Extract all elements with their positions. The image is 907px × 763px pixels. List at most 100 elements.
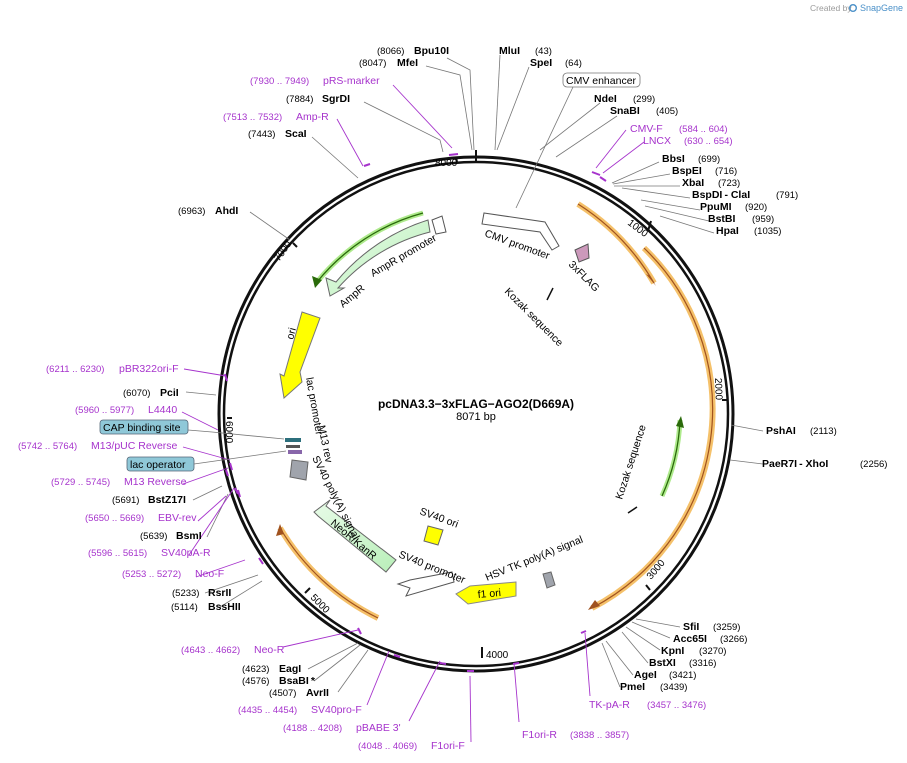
flag-tag-box xyxy=(574,243,590,263)
plasmid-name: pcDNA3.3−3xFLAG−AGO2(D669A) xyxy=(378,397,574,411)
tick-1000 xyxy=(647,220,652,232)
tick-label-2000: 2000 xyxy=(712,378,724,401)
kozak-top-label: Kozak sequence xyxy=(502,286,565,349)
cap-site-mark xyxy=(285,438,301,442)
cap-binding-site-box xyxy=(99,419,189,435)
enzyme-pos-eagi: (4623) xyxy=(242,664,269,675)
enzyme-pos-agei: (3421) xyxy=(669,670,696,681)
kozak-top-mark xyxy=(546,287,554,301)
primer-pbabe-3: pBABE 3' xyxy=(356,722,401,734)
enzyme-bpu10i: Bpu10I xyxy=(414,45,449,57)
enzyme-pos-avrii: (4507) xyxy=(269,688,296,699)
enzyme-pos-bsshii: (5114) xyxy=(171,602,198,613)
tick-label-8000: 8000 xyxy=(435,158,458,169)
enzyme-pos-scai: (7443) xyxy=(248,129,275,140)
tick-5000 xyxy=(304,587,311,594)
plasmid-size: 8071 bp xyxy=(456,411,496,423)
ampr-gene-arrow xyxy=(325,219,431,297)
enzyme-pos-bspei: (716) xyxy=(715,166,737,177)
credit-brand: SnapGene xyxy=(860,3,903,13)
enzyme-pos-pshai: (2113) xyxy=(810,426,837,437)
primer-range-cmv-f: (584 .. 604) xyxy=(679,124,728,135)
primer-tk-pa-r: TK-pA-R xyxy=(589,699,630,711)
enzyme-pos-sfii: (3259) xyxy=(713,622,740,633)
ampr-label: AmpR xyxy=(337,282,367,310)
f1-ori-label: f1 ori xyxy=(477,587,501,601)
cmv-enhancer-box xyxy=(562,72,641,88)
orange-arc-upper-right xyxy=(576,201,657,285)
primer-range-prs-marker: (7930 .. 7949) xyxy=(250,76,309,87)
enzyme-ahdi: AhdI xyxy=(215,205,238,217)
enzyme-sgrdi: SgrDI xyxy=(322,93,350,105)
enzyme-bbsi: BbsI xyxy=(662,153,685,165)
enzyme-bstbi: BstBI xyxy=(708,213,736,225)
enzyme-spei: SpeI xyxy=(530,57,552,69)
enzyme-snabi: SnaBI xyxy=(610,105,640,117)
primer-pbr322ori-f: pBR322ori-F xyxy=(119,363,179,375)
enzyme-sfii: SfiI xyxy=(683,621,699,633)
enzyme-bsshii: BssHII xyxy=(208,601,241,613)
backbone-ticks xyxy=(227,150,727,658)
enzyme-pos-bspdi-clai: (791) xyxy=(776,190,798,201)
primer-range-neo-f: (5253 .. 5272) xyxy=(122,569,181,580)
tick-7000 xyxy=(292,242,298,248)
primer-m13-reverse: M13 Reverse xyxy=(124,476,187,488)
enzyme-pos-ppumi: (920) xyxy=(745,202,767,213)
primer-ebv-rev: EBV-rev xyxy=(158,512,197,524)
enzyme-pos-snabi: (405) xyxy=(656,106,678,117)
primer-range-l4440: (5960 .. 5977) xyxy=(75,405,134,416)
tick-label-4000: 4000 xyxy=(486,650,509,661)
enzyme-pos-ndei: (299) xyxy=(633,94,655,105)
primer-range-lncx: (630 .. 654) xyxy=(684,136,733,147)
enzyme-bsabi: BsaBI * xyxy=(279,675,316,687)
sv40-polya-box xyxy=(289,459,309,481)
enzyme-eagi: EagI xyxy=(279,663,301,675)
enzyme-mlui: MluI xyxy=(499,45,520,57)
enzyme-pos-rsrii: (5233) xyxy=(172,588,199,599)
enzyme-ppumi: PpuMI xyxy=(700,201,732,213)
enzyme-avrii: AvrII xyxy=(306,687,329,699)
sv40-ori-label: SV40 ori xyxy=(418,506,460,531)
enzyme-pos-spei: (64) xyxy=(565,58,582,69)
hsv-tk-label: HSV TK poly(A) signal xyxy=(484,534,585,584)
enzyme-pos-bpu10i: (8066) xyxy=(377,46,404,57)
enzyme-pmei: PmeI xyxy=(620,681,645,693)
enzyme-pos-pmei: (3439) xyxy=(660,682,687,693)
enzyme-bstxi: BstXI xyxy=(649,657,676,669)
primer-lncx: LNCX xyxy=(643,135,671,147)
enzyme-scai: ScaI xyxy=(285,128,307,140)
primer-range-neo-r: (4643 .. 4662) xyxy=(181,645,240,656)
enzyme-pos-sgrdi: (7884) xyxy=(286,94,313,105)
primer-sv40pro-f: SV40pro-F xyxy=(311,704,362,716)
enzyme-leader-lines xyxy=(185,54,764,693)
primer-prs-marker: pRS-marker xyxy=(323,75,380,87)
primer-leader-lines xyxy=(181,84,645,743)
enzyme-rsrii: RsrII xyxy=(208,587,231,599)
enzyme-xbai: XbaI xyxy=(682,177,704,189)
enzyme-kpni: KpnI xyxy=(661,645,684,657)
enzyme-pos-mfei: (8047) xyxy=(359,58,386,69)
enzyme-pos-mlui: (43) xyxy=(535,46,552,57)
primer-marks xyxy=(224,153,607,672)
cmv-enhancer-label: CMV enhancer xyxy=(566,75,637,87)
hsv-tk-polya-box xyxy=(542,571,556,589)
sv40-promoter-arrow xyxy=(396,571,455,597)
primer-f1ori-r: F1ori-R xyxy=(522,729,557,741)
primer-range-pbabe-3: (4188 .. 4208) xyxy=(283,723,342,734)
ori-label: ori xyxy=(284,326,299,340)
kozak-right-label: Kozak sequence xyxy=(613,423,648,501)
f1-ori-arrow xyxy=(455,581,517,605)
enzyme-bsmi: BsmI xyxy=(176,530,202,542)
enzyme-pos-bbsi: (699) xyxy=(698,154,720,165)
enzyme-bstz17i: BstZ17I xyxy=(148,494,186,506)
primer-neo-r: Neo-R xyxy=(254,644,285,656)
enzyme-pos-ahdi: (6963) xyxy=(178,206,205,217)
enzyme-agei: AgeI xyxy=(634,669,657,681)
primer-range-ebv-rev: (5650 .. 5669) xyxy=(85,513,144,524)
primer-range-sv40pro-f: (4435 .. 4454) xyxy=(238,705,297,716)
enzyme-acc65i: Acc65I xyxy=(673,633,707,645)
primer-cmv-f: CMV-F xyxy=(630,123,663,135)
enzyme-hpai: HpaI xyxy=(716,225,739,237)
